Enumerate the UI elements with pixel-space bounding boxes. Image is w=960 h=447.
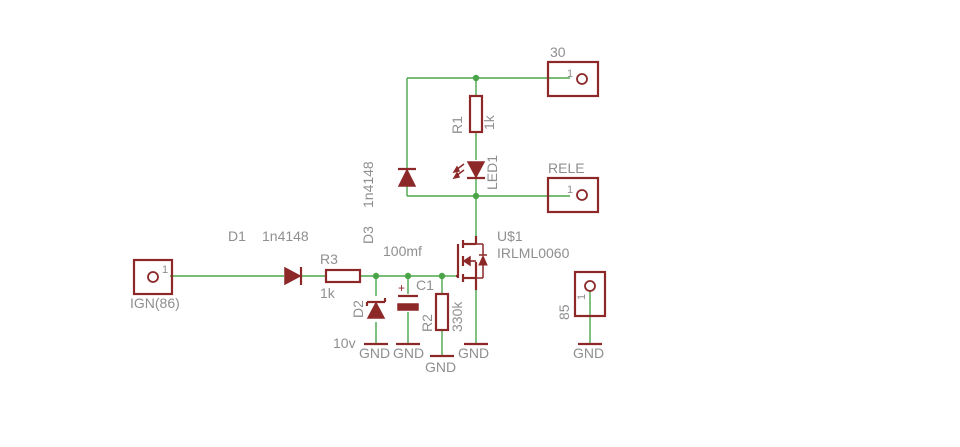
junctions (372, 74, 480, 280)
connector-ign-pin: 1 (162, 264, 168, 276)
d3-label: D3 (360, 226, 376, 244)
gnd-label: GND (393, 345, 424, 361)
led-led1[interactable]: LED1 (452, 155, 500, 190)
r2-label: R2 (419, 314, 435, 332)
connector-85[interactable]: 1 85 (556, 270, 607, 320)
connector-ign-label: IGN(86) (130, 295, 180, 311)
r1-value: 1k (481, 114, 497, 130)
u1-label: U$1 (497, 228, 523, 244)
connector-rele-pin: 1 (567, 184, 573, 196)
c1-plus-icon: + (398, 281, 405, 295)
connector-85-label: 85 (556, 304, 572, 320)
connector-85-pin: 1 (576, 294, 588, 300)
resistor-r3[interactable]: R3 1k (320, 251, 362, 301)
connector-ign[interactable]: 1 IGN(86) (130, 258, 180, 311)
r3-value: 1k (320, 285, 336, 301)
r1-label: R1 (449, 116, 465, 134)
connector-rele-label: RELE (548, 160, 585, 176)
diode-d3[interactable]: D3 1n4148 (360, 161, 417, 244)
light-emission-icon (452, 163, 465, 180)
gnd-c1: GND (393, 342, 424, 361)
mosfet-u1[interactable]: U$1 IRLML0060 (456, 228, 570, 290)
led1-label: LED1 (484, 155, 500, 190)
connector-30-pin: 1 (567, 68, 573, 80)
connector-rele[interactable]: 1 RELE (546, 160, 600, 214)
resistor-r1[interactable]: R1 1k (449, 94, 497, 134)
gnd-mosfet: GND (458, 342, 489, 361)
diode-d1[interactable]: D1 1n4148 (228, 228, 309, 286)
gnd-label: GND (359, 345, 390, 361)
d3-value: 1n4148 (360, 161, 376, 208)
capacitor-c1[interactable]: + C1 100mf (383, 243, 434, 311)
gnd-85: GND (573, 342, 604, 361)
resistor-r2[interactable]: R2 330k (419, 292, 465, 332)
zener-d2[interactable]: D2 10v (333, 298, 387, 351)
d2-label: D2 (350, 300, 366, 318)
d1-label: D1 (228, 228, 246, 244)
c1-label: C1 (416, 277, 434, 293)
c1-value: 100mf (383, 243, 422, 259)
gnd-r2: GND (425, 354, 456, 375)
gnd-d2: GND (359, 342, 390, 361)
r2-value: 330k (449, 301, 465, 332)
d2-value: 10v (333, 335, 356, 351)
connector-30[interactable]: 1 30 (546, 44, 600, 98)
gnd-label: GND (425, 359, 456, 375)
r3-label: R3 (320, 251, 338, 267)
gnd-label: GND (573, 345, 604, 361)
u1-value: IRLML0060 (497, 245, 570, 261)
connector-30-label: 30 (550, 44, 566, 60)
gnd-label: GND (458, 345, 489, 361)
d1-value: 1n4148 (262, 228, 309, 244)
